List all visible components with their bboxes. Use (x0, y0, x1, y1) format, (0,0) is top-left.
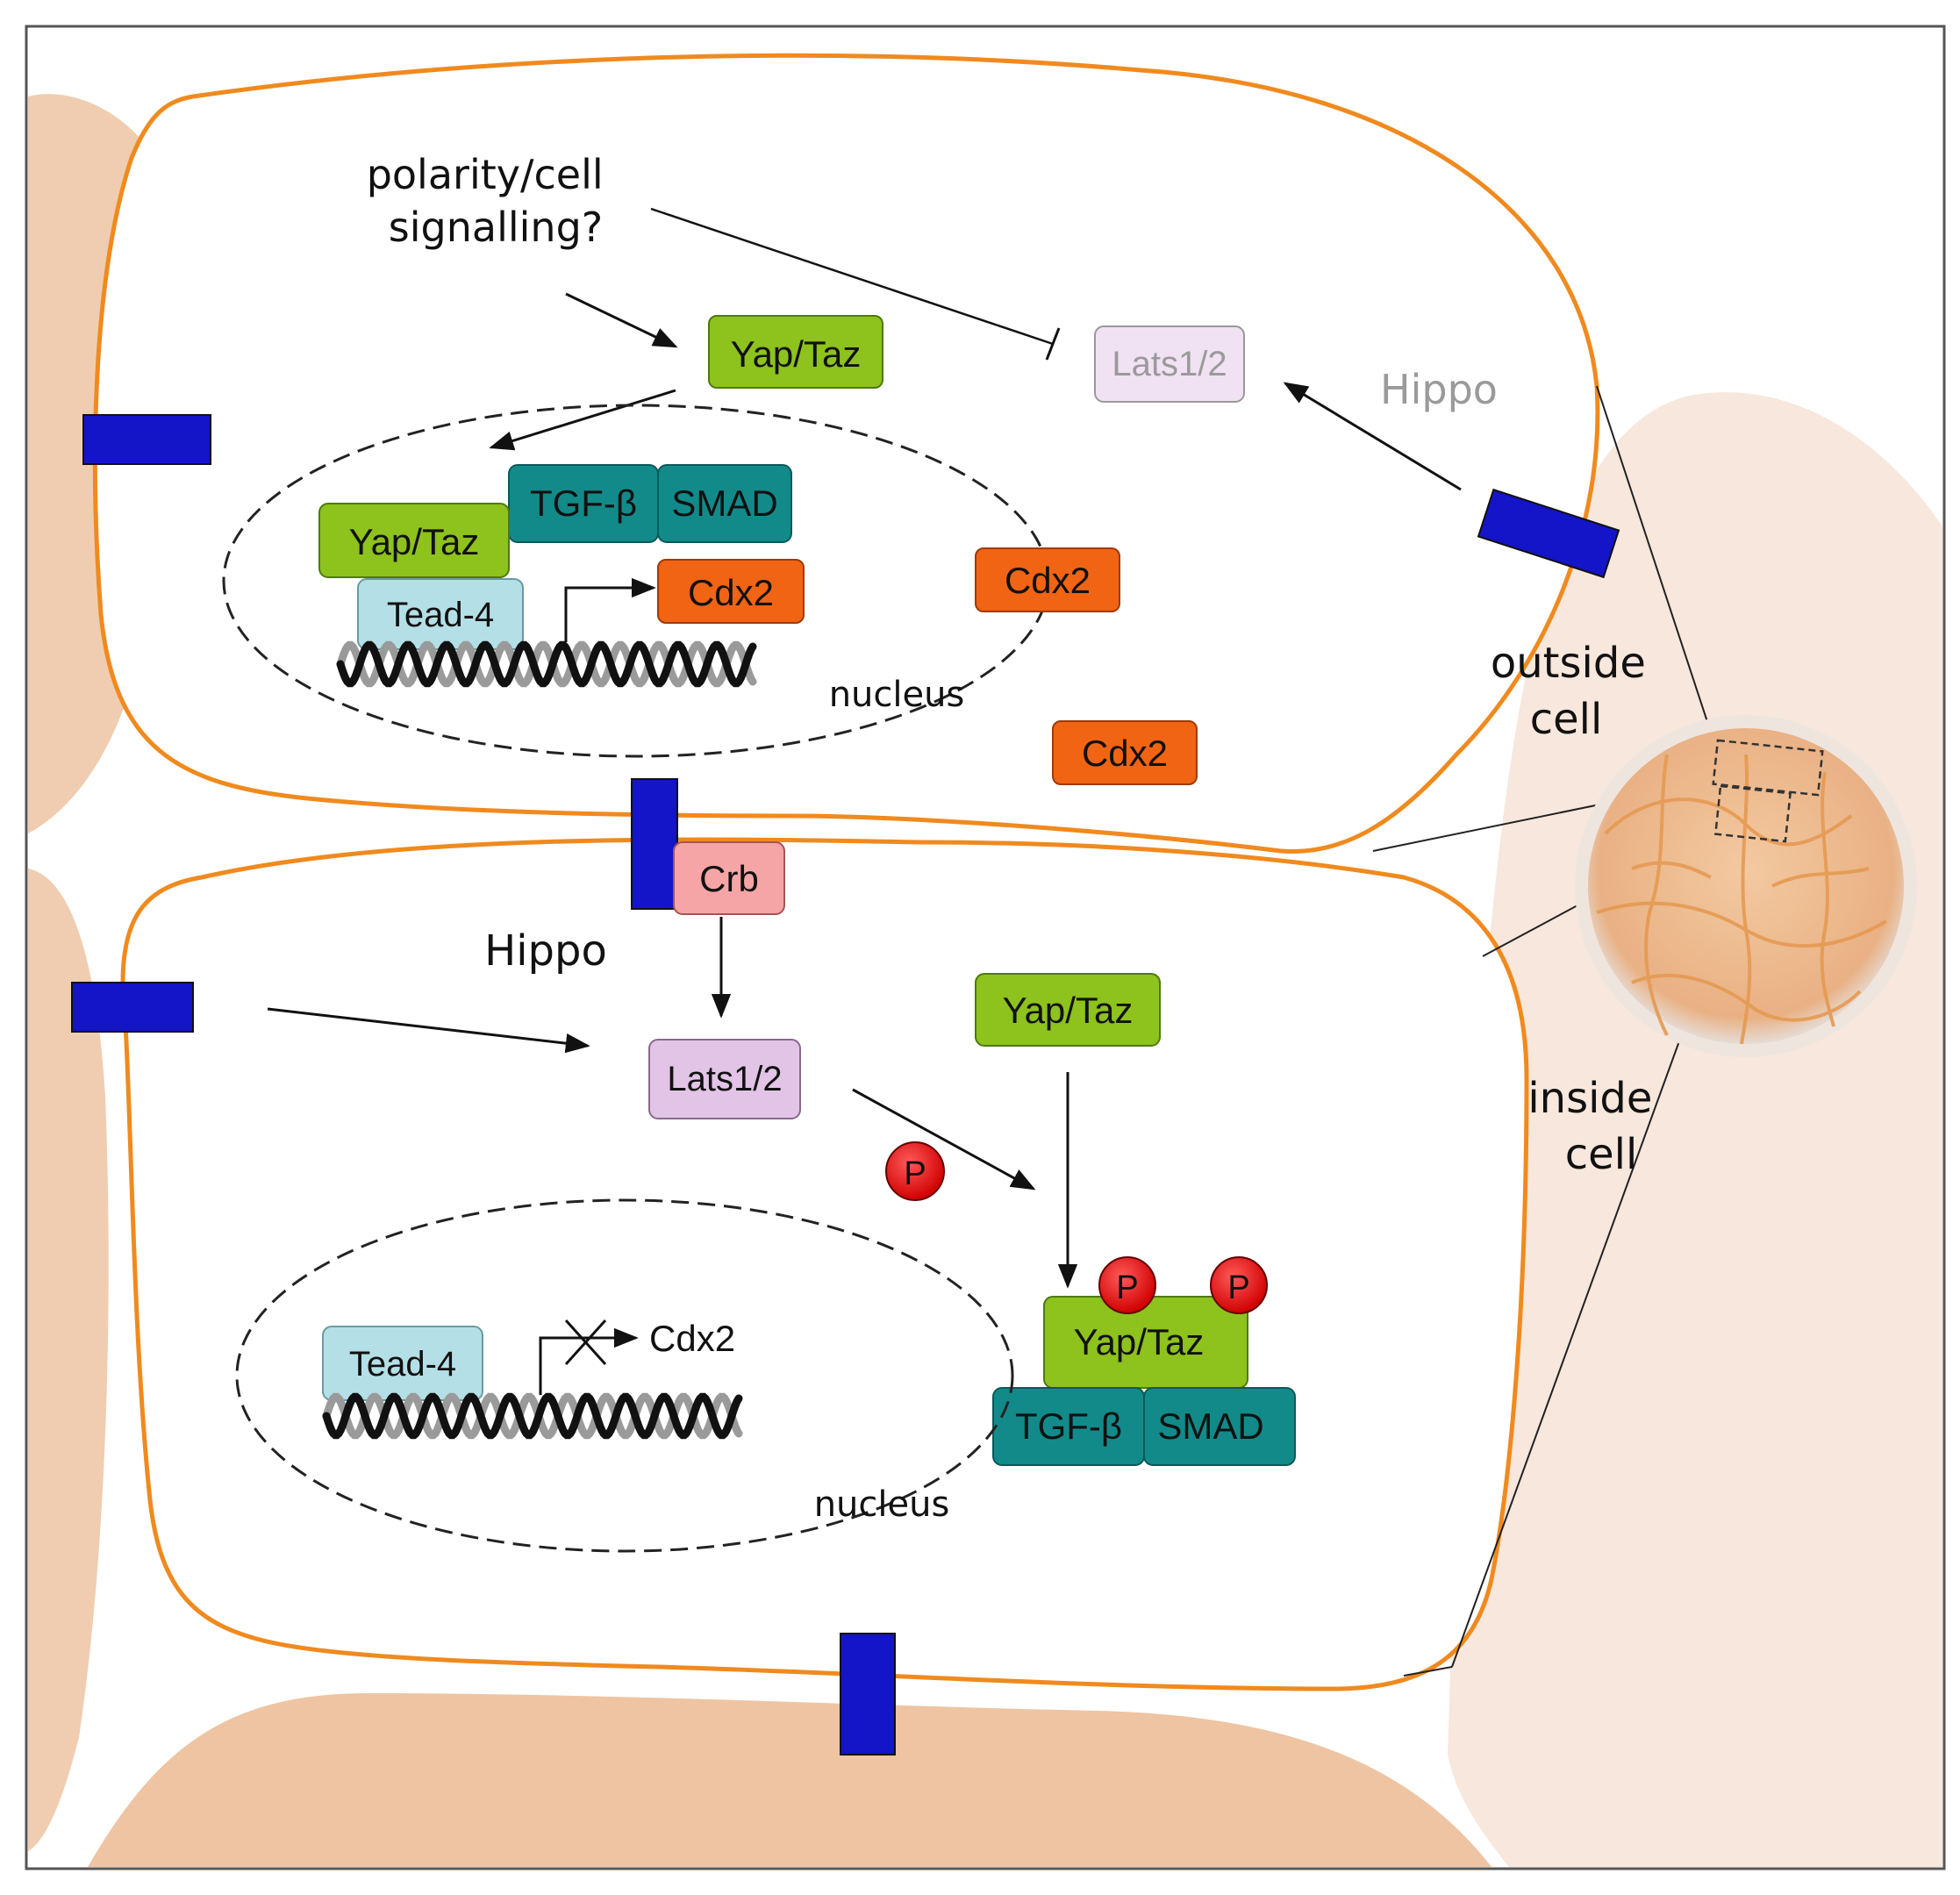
junction-right-upper (1477, 488, 1620, 579)
phosphate-circle-icon: P (885, 1141, 945, 1201)
outside-cell-line-2: cell (1530, 695, 1603, 744)
inside-cell-line-2: cell (1565, 1130, 1638, 1179)
cytoplasm-cdx2-a-box: Cdx2 (975, 547, 1120, 612)
lats-outer-box: Lats1/2 (1094, 325, 1245, 403)
outer-smad-box (657, 464, 792, 543)
yap-taz-outer-label: Yap/Taz (731, 333, 862, 375)
phosphate-circle-icon (1098, 1256, 1156, 1314)
outer-nucleus-yap-label: Yap/Taz (349, 521, 480, 562)
blocked-transcription-cross-icon (564, 1319, 607, 1366)
inner-nucleus-cdx2-label: Cdx2 (649, 1318, 735, 1359)
yap-taz-inner-box: Yap/Taz (975, 973, 1161, 1047)
phosphate-circle-icon (1210, 1256, 1268, 1314)
outer-tgf-smad-complex: TGF-β SMAD (508, 464, 792, 543)
yap-taz-inner-label: Yap/Taz (1003, 990, 1134, 1031)
arrow-junction-to-lats (267, 1007, 590, 1054)
outer-nucleus-cdx2-box: Cdx2 (657, 559, 805, 624)
outer-smad-label: SMAD (671, 483, 777, 524)
cytoplasm-cdx2-a-label: Cdx2 (1005, 560, 1091, 601)
inside-cell-membrane (120, 837, 1529, 1691)
cytoplasm-cdx2-b-box: Cdx2 (1052, 720, 1198, 785)
yap-taz-outer-box: Yap/Taz (708, 315, 883, 389)
embryo-icon (1575, 715, 1917, 1057)
outside-cell-line-1: outside (1491, 639, 1646, 688)
outer-tgf-label: TGF-β (530, 483, 637, 524)
cytoplasm-cdx2-b-label: Cdx2 (1082, 733, 1168, 774)
inside-cell-line-1: inside (1527, 1074, 1652, 1123)
phospho-free-label: P (904, 1155, 926, 1192)
dna-helix-icon (322, 1392, 743, 1440)
inner-tead-box: Tead-4 (322, 1326, 483, 1401)
arrow-yap-to-nucleus (489, 389, 676, 451)
lats-inner-label: Lats1/2 (667, 1060, 782, 1098)
inner-promoter-arrow (539, 1327, 639, 1395)
polarity-signalling-label: polarity/cell signalling? (367, 151, 617, 251)
inner-complex-tgf-label: TGF-β (1015, 1405, 1122, 1447)
hippo-inner-label: Hippo (484, 926, 607, 976)
crb-label: Crb (699, 858, 759, 899)
junction-left-lower (71, 982, 194, 1033)
hippo-outer-label: Hippo (1380, 366, 1498, 413)
inner-nucleus (235, 1198, 1014, 1553)
inside-cell-label: inside cell (1527, 1074, 1665, 1179)
inner-complex-yap-label: Yap/Taz (1074, 1321, 1205, 1362)
inhibit-bar (1045, 327, 1061, 361)
tissue-left-lower (28, 869, 109, 1851)
tissue-bottom (88, 1693, 1491, 1867)
inner-nucleus-label: nucleus (814, 1484, 950, 1525)
arrow-lats-to-complex (852, 1088, 1036, 1191)
polarity-line-1: polarity/cell (367, 151, 604, 198)
outer-promoter-arrow (564, 577, 656, 642)
outer-tead-box: Tead-4 (357, 578, 524, 650)
junction-proteins (71, 414, 1620, 1756)
inner-complex-p2-label: P (1227, 1269, 1249, 1306)
outside-cell-label: outside cell (1491, 639, 1659, 744)
junction-bottom (840, 1633, 896, 1756)
polarity-line-2: signalling? (389, 204, 603, 251)
inner-complex-smad-box (1143, 1387, 1296, 1466)
inner-complex-p1-label: P (1116, 1269, 1138, 1306)
outer-nucleus-yap-box: Yap/Taz (318, 503, 510, 578)
junction-middle (631, 778, 678, 910)
inner-yap-complex: Yap/Taz TGF-β SMAD P P (992, 1256, 1296, 1466)
crb-box: Crb (673, 841, 785, 915)
dna-helix-icon (336, 640, 757, 688)
inhibit-polarity-to-lats (650, 207, 1054, 346)
lats-outer-label: Lats1/2 (1112, 345, 1227, 383)
lats-inner-box: Lats1/2 (648, 1039, 801, 1119)
outer-tead-label: Tead-4 (387, 596, 494, 634)
outer-nucleus-label: nucleus (829, 675, 965, 715)
arrow-polarity-to-yap (565, 292, 678, 348)
arrow-hippo-to-lats (1283, 382, 1462, 491)
inner-complex-smad-label: SMAD (1157, 1405, 1263, 1447)
outer-nucleus-cdx2-label: Cdx2 (688, 572, 774, 613)
junction-left-upper (82, 414, 211, 465)
inner-tead-label: Tead-4 (349, 1345, 456, 1384)
